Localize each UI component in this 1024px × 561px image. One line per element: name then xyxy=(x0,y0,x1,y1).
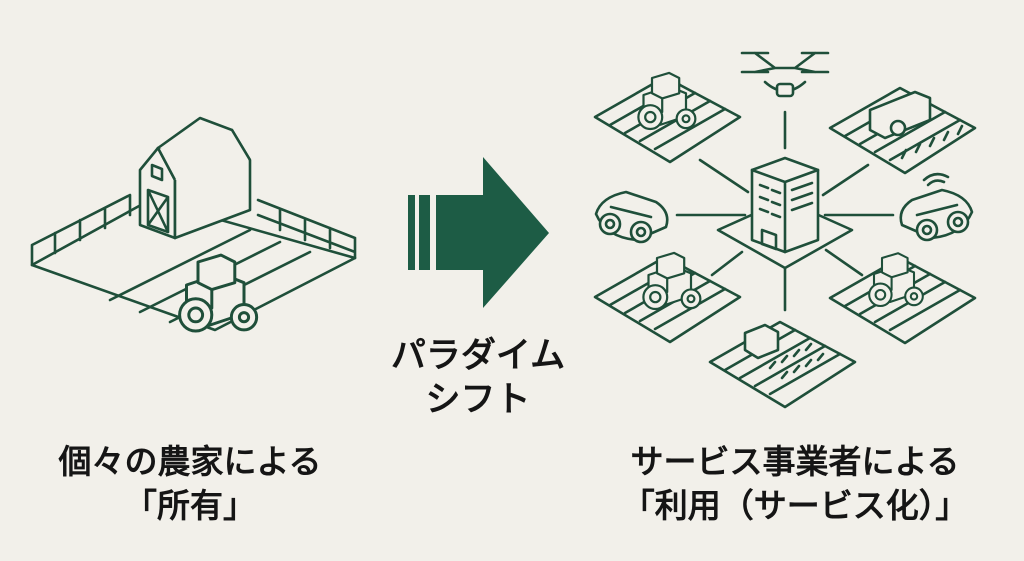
label-line1: パラダイム xyxy=(390,336,566,376)
paradigm-shift-arrow-icon xyxy=(408,157,549,308)
ownership-caption: 個々の農家による 「所有」 xyxy=(20,440,360,528)
harvester-icon xyxy=(868,90,964,160)
service-building-icon xyxy=(750,156,820,254)
label-line2: シフト xyxy=(425,380,531,420)
autonomous-vehicle-icon-right xyxy=(899,188,974,242)
fence-right xyxy=(256,198,357,260)
spokes xyxy=(675,110,895,312)
drone-icon xyxy=(740,51,830,98)
caption-line2: 「所有」 xyxy=(124,486,256,525)
field-seeder-bottom xyxy=(708,320,857,409)
caption-line2: 「利用（サービス化）」 xyxy=(621,486,969,525)
seeder-icon xyxy=(743,323,825,380)
autonomous-vehicle-icon-left xyxy=(594,190,669,244)
service-caption: サービス事業者による 「利用（サービス化）」 xyxy=(600,440,990,528)
tractor-icon xyxy=(868,252,924,308)
paradigm-shift-label: パラダイム シフト xyxy=(378,334,578,422)
caption-line1: 個々の農家による xyxy=(58,442,322,481)
owned-farm-illustration xyxy=(30,116,357,333)
tractor-icon xyxy=(642,251,702,311)
tractor-icon xyxy=(637,71,697,131)
barn-icon xyxy=(138,116,252,240)
wifi-icon xyxy=(922,172,950,187)
service-hub-illustration xyxy=(593,51,977,409)
caption-line1: サービス事業者による xyxy=(630,442,960,481)
fence-left xyxy=(30,193,132,267)
